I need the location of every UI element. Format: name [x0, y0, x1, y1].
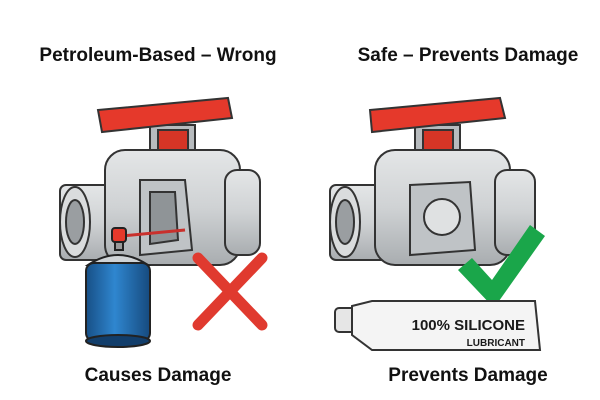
right-valve [329, 96, 536, 266]
green-check-icon [458, 225, 545, 308]
right-caption: Prevents Damage [388, 365, 548, 386]
tube-text-line2: LUBRICANT [467, 338, 525, 349]
left-title: Petroleum-Based – Wrong [39, 45, 277, 66]
right-title: Safe – Prevents Damage [357, 45, 579, 66]
tube-text-line1: 100% SILICONE [412, 317, 525, 334]
silicone-tube-icon [334, 300, 542, 351]
spray-can-icon [84, 227, 186, 348]
red-x-icon [192, 252, 268, 331]
left-valve [59, 96, 261, 266]
left-caption: Causes Damage [84, 365, 232, 386]
